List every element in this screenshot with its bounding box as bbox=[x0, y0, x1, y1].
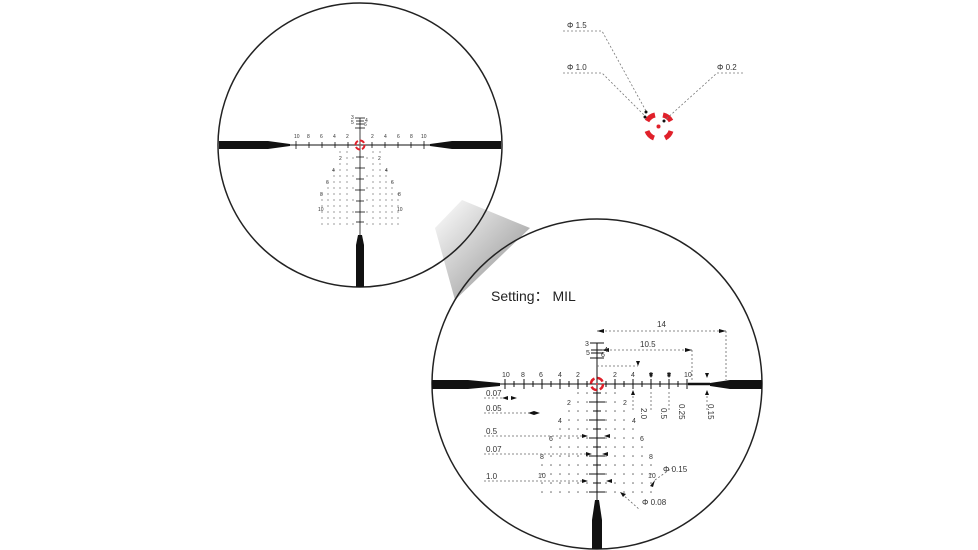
svg-text:8: 8 bbox=[649, 454, 653, 461]
svg-text:14: 14 bbox=[657, 320, 666, 329]
svg-text:0.07: 0.07 bbox=[486, 445, 502, 454]
svg-text:3: 3 bbox=[585, 341, 589, 348]
svg-text:Φ 1.0: Φ 1.0 bbox=[567, 63, 587, 72]
svg-text:6: 6 bbox=[601, 352, 605, 359]
svg-text:5: 5 bbox=[586, 350, 590, 357]
svg-text:2: 2 bbox=[576, 372, 580, 379]
svg-text:8: 8 bbox=[540, 454, 544, 461]
svg-text:2: 2 bbox=[378, 156, 381, 162]
svg-text:10: 10 bbox=[294, 134, 300, 140]
svg-text:6: 6 bbox=[649, 372, 653, 379]
svg-text:3: 3 bbox=[351, 115, 354, 121]
svg-text:10: 10 bbox=[502, 372, 510, 379]
svg-text:0.5: 0.5 bbox=[486, 427, 498, 436]
setting-label: Setting： MIL bbox=[491, 288, 576, 304]
svg-text:2: 2 bbox=[613, 372, 617, 379]
svg-text:4: 4 bbox=[333, 134, 336, 140]
svg-text:Φ 1.5: Φ 1.5 bbox=[567, 21, 587, 30]
svg-text:6: 6 bbox=[549, 436, 553, 443]
svg-text:4: 4 bbox=[604, 347, 608, 354]
svg-text:0.05: 0.05 bbox=[486, 404, 502, 413]
svg-text:4: 4 bbox=[632, 418, 636, 425]
svg-text:8: 8 bbox=[398, 192, 401, 198]
svg-text:0.5: 0.5 bbox=[659, 408, 668, 420]
center-dot-detail: Φ 1.5 Φ 1.0 Φ 0.2 bbox=[563, 21, 743, 141]
svg-text:2: 2 bbox=[371, 134, 374, 140]
magnification-callout bbox=[435, 200, 530, 300]
svg-text:2: 2 bbox=[339, 156, 342, 162]
svg-text:10: 10 bbox=[318, 207, 324, 213]
svg-text:4: 4 bbox=[631, 372, 635, 379]
large-reticle-view: Setting： MIL bbox=[431, 218, 763, 550]
svg-text:2: 2 bbox=[623, 400, 627, 407]
svg-text:8: 8 bbox=[307, 134, 310, 140]
svg-text:5: 5 bbox=[351, 120, 354, 126]
svg-text:10: 10 bbox=[397, 207, 403, 213]
svg-text:2: 2 bbox=[567, 400, 571, 407]
svg-text:10: 10 bbox=[684, 372, 692, 379]
svg-text:4: 4 bbox=[558, 418, 562, 425]
svg-text:4: 4 bbox=[332, 168, 335, 174]
svg-text:10.5: 10.5 bbox=[640, 340, 656, 349]
svg-text:2.0: 2.0 bbox=[639, 408, 648, 420]
svg-text:8: 8 bbox=[320, 192, 323, 198]
svg-text:Φ 0.2: Φ 0.2 bbox=[717, 63, 737, 72]
svg-text:2: 2 bbox=[346, 134, 349, 140]
svg-text:1.0: 1.0 bbox=[486, 472, 498, 481]
svg-text:Φ 0.08: Φ 0.08 bbox=[642, 498, 667, 507]
svg-text:10: 10 bbox=[538, 473, 546, 480]
svg-text:6: 6 bbox=[640, 436, 644, 443]
svg-text:8: 8 bbox=[667, 372, 671, 379]
svg-text:0.07: 0.07 bbox=[486, 389, 502, 398]
svg-text:6: 6 bbox=[364, 122, 367, 128]
svg-text:6: 6 bbox=[326, 180, 329, 186]
svg-text:6: 6 bbox=[391, 180, 394, 186]
svg-text:6: 6 bbox=[539, 372, 543, 379]
svg-text:4: 4 bbox=[365, 118, 368, 124]
svg-text:6: 6 bbox=[320, 134, 323, 140]
svg-text:8: 8 bbox=[521, 372, 525, 379]
svg-text:0.15: 0.15 bbox=[706, 404, 715, 420]
svg-text:8: 8 bbox=[410, 134, 413, 140]
svg-text:10: 10 bbox=[648, 473, 656, 480]
svg-text:4: 4 bbox=[558, 372, 562, 379]
small-reticle-view: 10 8 6 4 2 2 4 6 8 10 3 4 5 6 2 4 6 8 10… bbox=[217, 2, 503, 288]
svg-text:10: 10 bbox=[421, 134, 427, 140]
svg-text:4: 4 bbox=[384, 134, 387, 140]
svg-text:4: 4 bbox=[385, 168, 388, 174]
svg-text:6: 6 bbox=[397, 134, 400, 140]
svg-text:0.25: 0.25 bbox=[677, 404, 686, 420]
svg-text:Φ 0.15: Φ 0.15 bbox=[663, 465, 688, 474]
